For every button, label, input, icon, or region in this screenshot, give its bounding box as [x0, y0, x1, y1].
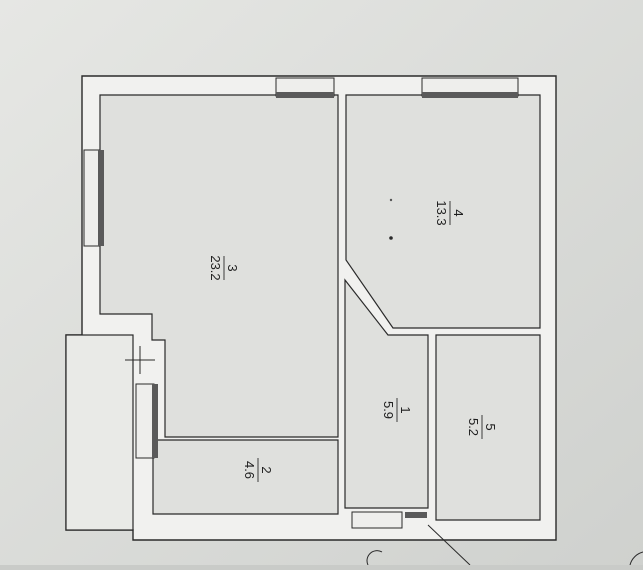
room-3-floor	[99, 94, 339, 438]
entrance-door	[351, 511, 471, 566]
room-4-area: 13.3	[434, 200, 449, 225]
window-annex	[135, 383, 158, 459]
window-left	[83, 149, 104, 247]
room-1-area: 5.9	[381, 401, 396, 419]
corner-arc	[629, 551, 643, 566]
room-5-label: 55.2	[466, 415, 498, 439]
window-top-left	[275, 77, 335, 98]
room-3-area: 23.2	[208, 255, 223, 280]
room-4-number: 4	[451, 209, 466, 216]
room-4-label: 413.3	[434, 200, 466, 225]
room-2-number: 2	[259, 466, 274, 473]
plan-dot-small	[389, 198, 393, 202]
room-5-number: 5	[483, 423, 498, 430]
room-3-number: 3	[225, 264, 240, 271]
room-1-floor	[344, 278, 429, 509]
room-2-label: 24.6	[242, 458, 274, 482]
room-labels: 15.9 24.6 323.2 413.3 55.2	[208, 200, 498, 482]
room-1-number: 1	[398, 406, 413, 413]
room-2-floor	[152, 439, 339, 515]
plan-dot	[389, 236, 393, 240]
room-5-area: 5.2	[466, 418, 481, 436]
room-1-label: 15.9	[381, 398, 413, 422]
annex-block	[65, 334, 134, 531]
room-2-area: 4.6	[242, 461, 257, 479]
interior-floor	[99, 94, 541, 521]
annex-grid-marks	[125, 346, 155, 374]
room-3-label: 323.2	[208, 255, 240, 280]
room-5-floor	[435, 334, 541, 521]
window-top-right	[421, 77, 519, 98]
